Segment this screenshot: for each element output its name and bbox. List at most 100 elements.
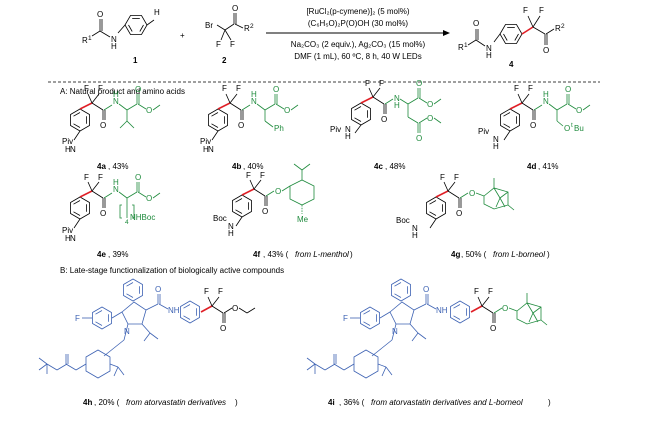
svg-text:R: R [244,24,250,33]
svg-text:F: F [260,171,265,180]
svg-text:F: F [84,84,89,93]
svg-text:N: N [208,145,214,154]
svg-text:O: O [427,100,433,109]
svg-text:F: F [488,287,493,296]
svg-text:F: F [84,173,89,182]
svg-text:H: H [345,132,351,141]
svg-text:N: N [392,327,398,336]
compound-4i: F N O NH F F O O [306,278,551,407]
svg-text:F: F [454,173,459,182]
compound-4e: Piv N H F F O N H O O 4 NHBoc 4e , 39% [62,173,161,259]
svg-text:O: O [490,324,496,333]
svg-text:, 43% (: , 43% ( [263,250,289,259]
svg-text:Boc: Boc [213,214,227,223]
compound-label-4: 4 [509,60,514,69]
svg-text:F: F [236,84,241,93]
svg-text:, 20% (: , 20% ( [94,398,120,407]
svg-text:4g: 4g [451,250,460,259]
svg-text:2: 2 [561,23,565,30]
compound-4h: F N O NH F F O O 4h , 20 [38,278,256,407]
svg-text:O: O [502,304,508,313]
compound-4c: Piv N H F F O N H O O O O 4c , 48% [330,79,442,171]
svg-text:O: O [565,85,571,94]
svg-text:NHBoc: NHBoc [130,213,155,222]
svg-text:N: N [486,44,492,53]
svg-text:O: O [220,324,226,333]
svg-text:F: F [365,79,370,88]
svg-text:H: H [412,231,418,240]
svg-text:F: F [230,40,235,49]
svg-text:O: O [416,134,422,143]
reaction-arrow: [RuCl₂(p-cymene)]₂ (5 mol%) (C₆H₅O)₂P(O)… [266,7,450,61]
svg-text:F: F [204,287,209,296]
svg-text:N: N [394,94,400,103]
compound-4f: Boc N H F F O O Me 4f , 43% ( from L-men… [213,163,353,259]
svg-text:O: O [427,114,433,123]
starting-material-1: H N H O R 1 1 [82,8,160,65]
svg-text:N: N [251,97,257,106]
svg-text:4e: 4e [97,250,106,259]
svg-text:F: F [98,173,103,182]
svg-text:O: O [155,285,161,294]
svg-text:H: H [228,229,234,238]
svg-text:): ) [350,250,353,259]
svg-text:NH: NH [436,306,448,315]
svg-text:F: F [98,84,103,93]
svg-text:F: F [523,6,528,15]
svg-text:1: 1 [88,35,92,42]
svg-text:O: O [469,189,475,198]
svg-text:O: O [423,285,429,294]
svg-text:4: 4 [125,219,129,226]
svg-text:H: H [493,142,499,151]
svg-text:O: O [262,207,268,216]
svg-text:F: F [528,84,533,93]
svg-text:1: 1 [464,42,468,49]
svg-text:, 39%: , 39% [108,250,128,259]
svg-text:O: O [146,194,152,203]
svg-text:N: N [70,145,76,154]
svg-text:Piv: Piv [62,137,73,146]
svg-text:2: 2 [250,23,254,30]
svg-text:O: O [273,85,279,94]
compound-label-2: 2 [222,56,227,65]
svg-text:from L-borneol: from L-borneol [493,250,545,259]
reagent-line-2: (C₆H₅O)₂P(O)OH (30 mol%) [308,19,409,28]
svg-text:Boc: Boc [396,216,410,225]
svg-text:t: t [571,122,573,129]
svg-text:F: F [246,171,251,180]
svg-text:N: N [228,222,234,231]
svg-text:): ) [235,398,238,407]
svg-text:O: O [456,209,462,218]
svg-text:H: H [65,145,71,154]
compound-4d: Piv N H F F O N H O O O t Bu 4d , 41% [478,84,591,171]
starting-material-2: Br F F O R 2 2 [205,4,254,65]
svg-text:O: O [232,4,238,13]
svg-text:N: N [111,35,117,44]
svg-text:H: H [111,42,117,51]
svg-text:N: N [493,135,499,144]
svg-text:O: O [416,79,422,88]
new-bond [521,26,534,35]
svg-text:from atorvastatin derivatives: from atorvastatin derivatives [126,398,226,407]
svg-text:): ) [547,250,550,259]
svg-text:N: N [345,125,351,134]
svg-text:N: N [113,185,119,194]
reagent-line-3: Na₂CO₃ (2 equiv.), Ag₂CO₃ (15 mol%) [291,40,426,49]
svg-text:H: H [394,101,400,110]
compound-label-1: 1 [133,56,138,65]
svg-text:O: O [100,209,106,218]
svg-text:F: F [379,79,384,88]
svg-text:R: R [82,36,88,45]
svg-text:, 36% (: , 36% ( [339,398,365,407]
svg-text:Ph: Ph [274,124,284,133]
svg-text:, 50% (: , 50% ( [461,250,487,259]
svg-text:F: F [474,287,479,296]
svg-text:O: O [275,187,281,196]
svg-text:O: O [564,124,570,133]
svg-text:Bu: Bu [574,124,584,133]
svg-text:O: O [284,106,290,115]
svg-text:N: N [124,327,130,336]
svg-text:H: H [113,178,119,187]
svg-text:from L-menthol: from L-menthol [295,250,349,259]
